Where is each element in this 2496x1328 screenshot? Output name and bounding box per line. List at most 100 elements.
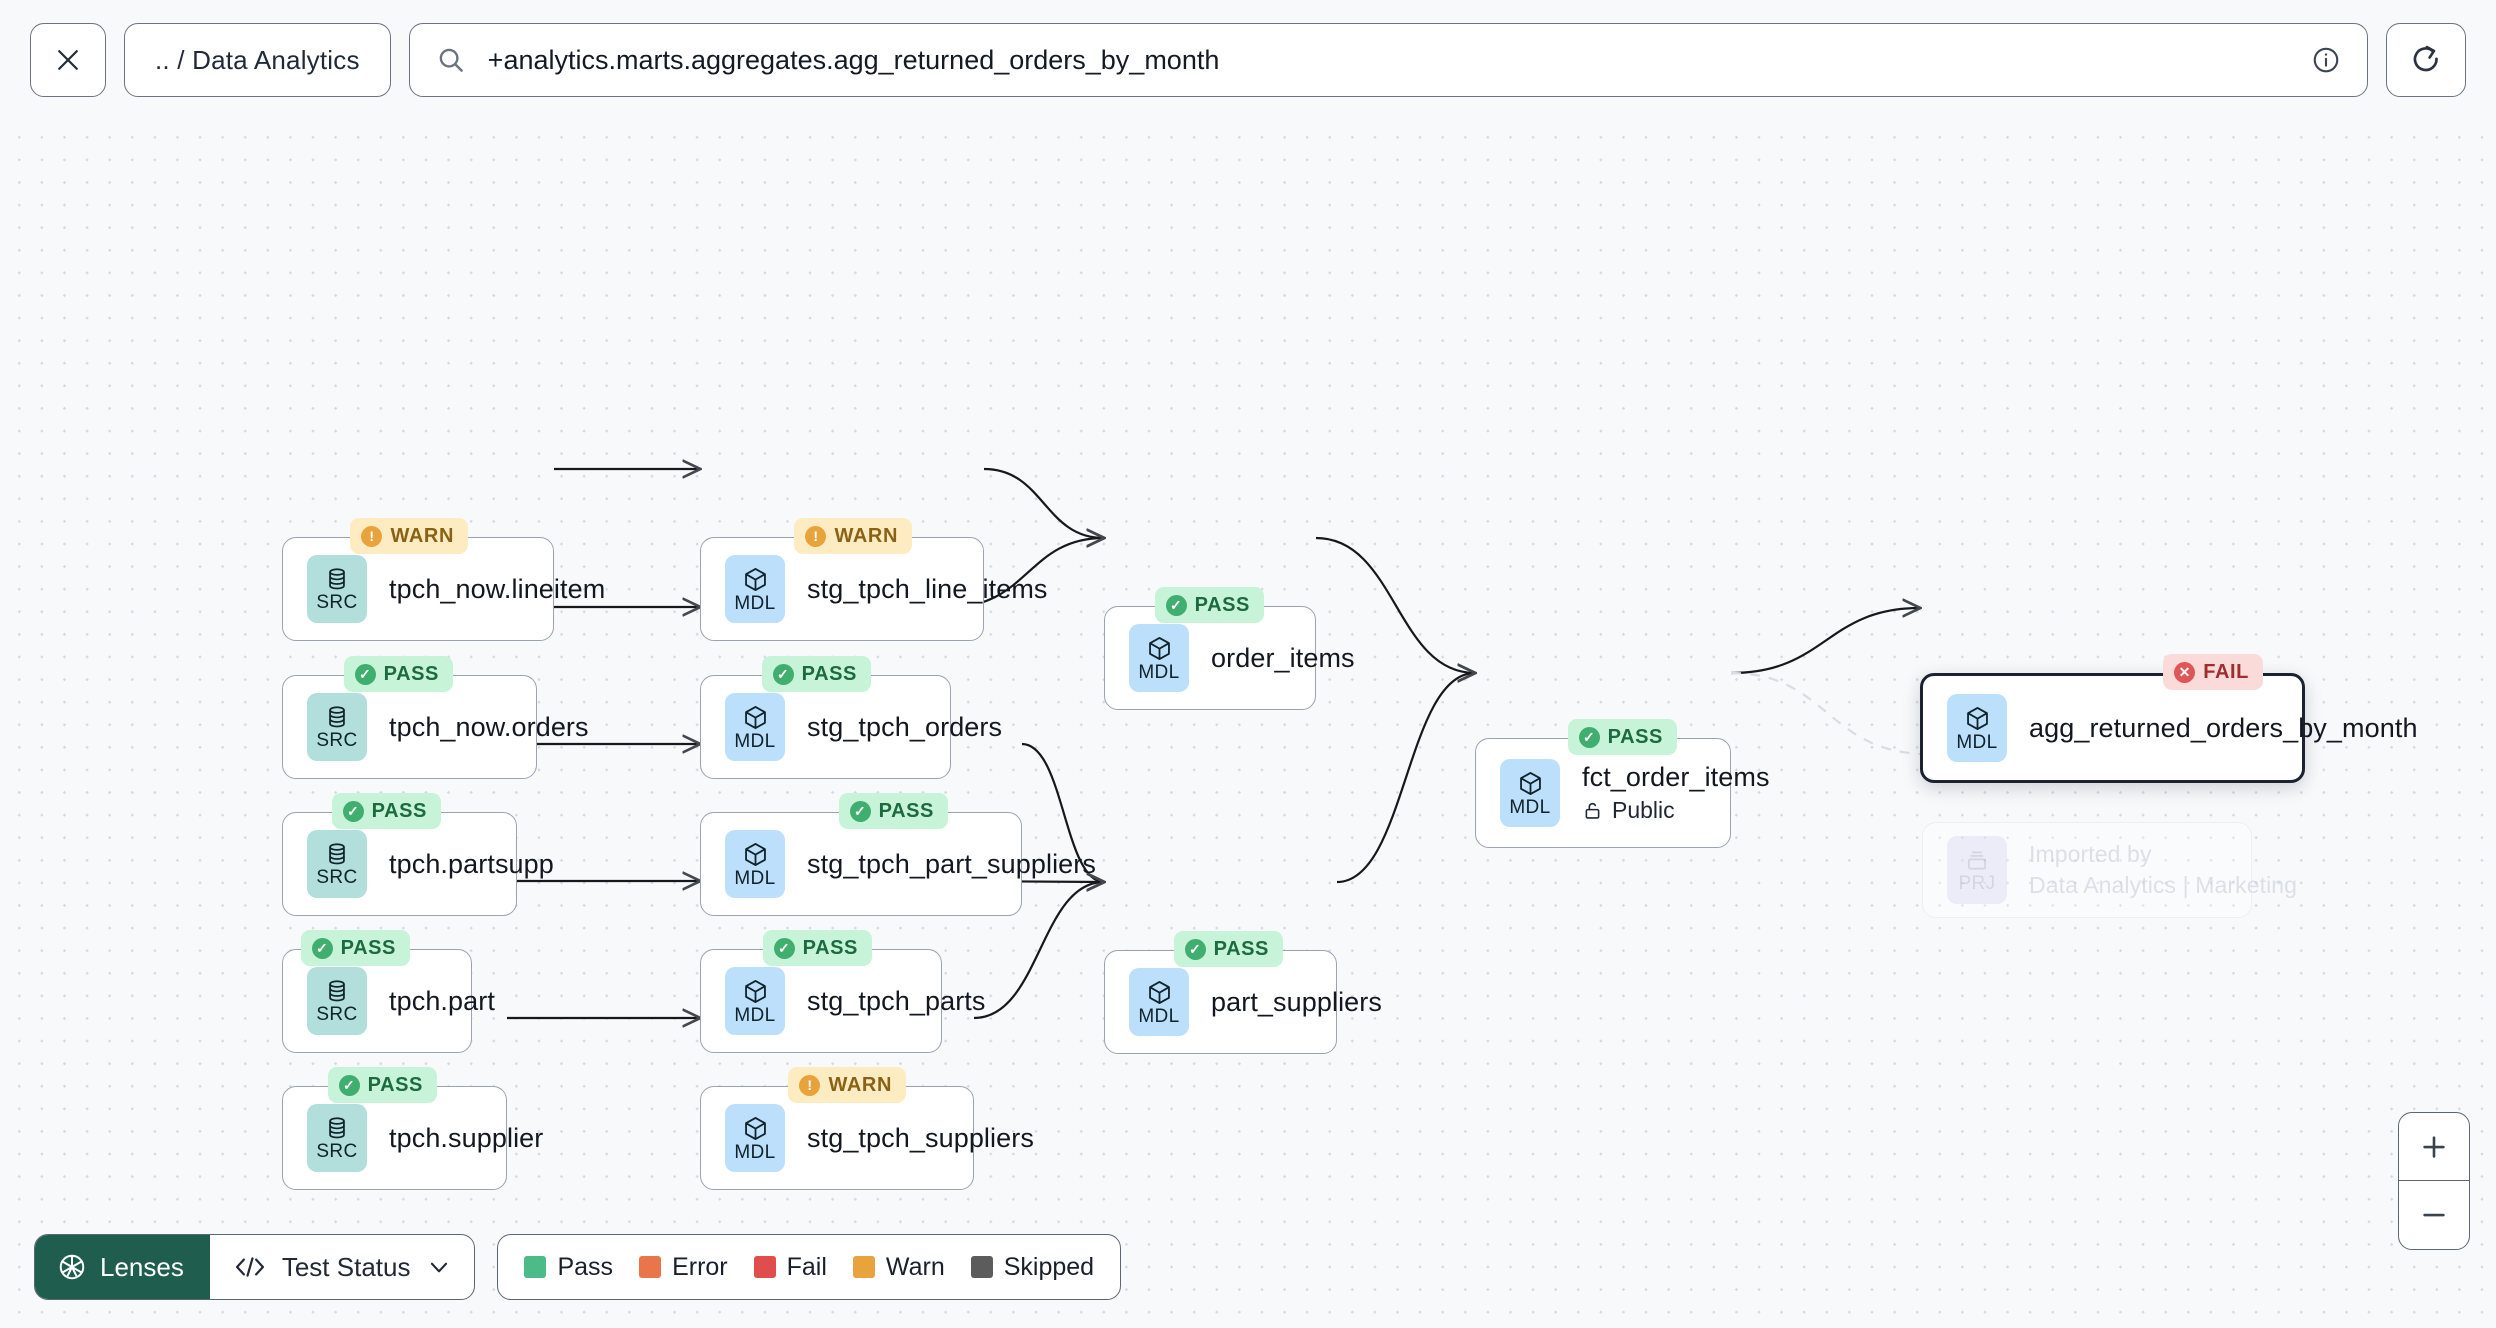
lenses-label: Lenses [100,1251,184,1282]
database-icon: SRC [307,967,367,1035]
lineage-node-tpch_part[interactable]: SRC tpch.part [282,949,495,1053]
legend-label: Error [672,1252,728,1281]
status-dot-icon: ✓ [338,1074,360,1096]
lineage-node-order_items[interactable]: MDL order_items [1104,606,1355,710]
lineage-node-stg_tpch_line_items[interactable]: MDL stg_tpch_line_items [700,537,1048,641]
info-icon[interactable] [2311,45,2341,75]
imported-by-project: Data Analytics | Marketing [2029,872,2298,898]
status-badge-pass[interactable]: ✓PASS [1567,719,1677,755]
node-wrapper-tpch_supplier: SRC tpch.supplier ✓ PASS [282,1067,543,1190]
legend-item-pass[interactable]: Pass [524,1253,613,1282]
status-badge-pass[interactable]: ✓PASS [300,930,410,966]
status-badge-pass[interactable]: ✓PASS [838,793,948,829]
lineage-node-tpch_supplier[interactable]: SRC tpch.supplier [282,1086,543,1190]
status-badge-label: PASS [367,1073,423,1096]
node-title: fct_order_items [1582,762,1770,792]
zoom-in-button[interactable] [2399,1113,2469,1181]
legend-item-skipped[interactable]: Skipped [970,1252,1095,1282]
status-badge-pass[interactable]: ✓PASS [761,656,871,692]
status-badge-label: PASS [802,936,858,959]
status-badge-label: PASS [371,799,427,822]
node-type-label: PRJ [1958,873,1996,894]
status-badge-warn[interactable]: !WARN [788,1067,906,1103]
status-badge-label: PASS [1607,725,1663,748]
zoom-out-button[interactable] [2399,1181,2469,1249]
close-button[interactable] [30,23,106,97]
node-body: tpch_now.lineitem [389,574,605,605]
database-icon: SRC [307,1104,367,1172]
model-cube-icon: MDL [725,555,785,623]
status-legend: Pass Error Fail Warn Skipped [497,1234,1122,1300]
node-type-label: SRC [316,592,358,613]
status-badge-pass[interactable]: ✓PASS [343,656,453,692]
node-body: tpch.supplier [389,1123,543,1154]
legend-item-warn[interactable]: Warn [852,1252,945,1282]
status-badge-pass[interactable]: ✓PASS [1154,587,1264,623]
refresh-icon [2409,43,2443,77]
node-wrapper-tpch_now_orders: SRC tpch_now.orders ✓PASS [282,656,589,779]
node-type-label: SRC [316,1004,358,1025]
node-body: stg_tpch_line_items [807,573,1048,605]
lineage-node-tpch_now_orders[interactable]: SRC tpch_now.orders [282,675,589,779]
node-body: stg_tpch_parts [807,986,985,1017]
lineage-node-part_suppliers[interactable]: MDL part_suppliers [1104,950,1382,1054]
lineage-node-stg_tpch_suppliers[interactable]: MDL stg_tpch_suppliers [700,1086,1034,1190]
node-type-label: MDL [734,730,776,752]
status-badge-fail[interactable]: ✕FAIL [2163,654,2263,690]
node-title: stg_tpch_line_items [807,573,1048,604]
status-badge-pass[interactable]: ✓PASS [762,930,872,966]
node-title: stg_tpch_suppliers [807,1122,1034,1153]
status-dot-icon: ✓ [311,937,333,959]
node-title: tpch.part [389,985,495,1016]
node-title: agg_returned_orders_by_month [2029,712,2418,743]
legend-label: Warn [885,1252,945,1281]
refresh-button[interactable] [2386,23,2466,97]
status-dot-icon: ✓ [772,663,794,685]
status-dot-icon: ✓ [342,800,364,822]
lenses-button[interactable]: Lenses [35,1235,210,1299]
status-badge-warn[interactable]: !WARN [794,518,912,554]
node-title: tpch_now.orders [389,711,589,742]
status-badge-warn[interactable]: !WARN [350,518,468,554]
status-badge-pass[interactable]: ✓ PASS [327,1067,437,1103]
legend-item-fail[interactable]: Fail [753,1253,827,1282]
search-input[interactable]: +analytics.marts.aggregates.agg_returned… [487,44,1220,75]
node-type-label: MDL [734,867,776,889]
legend-swatch-icon [639,1256,662,1278]
legend-item-error[interactable]: Error [639,1253,728,1282]
model-cube-icon: MDL [1129,968,1189,1036]
chevron-down-icon [426,1254,452,1280]
node-body: order_items [1211,643,1355,674]
status-dot-icon: ! [361,525,383,547]
legend-label: Skipped [1003,1252,1095,1281]
node-type-label: MDL [734,1004,776,1026]
node-type-label: MDL [734,1141,776,1163]
status-badge-pass[interactable]: ✓ PASS [331,793,441,829]
breadcrumb[interactable]: .. / Data Analytics [124,23,391,97]
test-status-label: Test Status [281,1251,411,1282]
node-wrapper-tpch_now_lineitem: SRC tpch_now.lineitem !WARN [282,518,605,641]
lineage-node-tpch_now_lineitem[interactable]: SRC tpch_now.lineitem [282,537,605,641]
test-status-dropdown[interactable]: Test Status [210,1235,475,1299]
lineage-node-stg_tpch_parts[interactable]: MDL stg_tpch_parts [700,949,985,1053]
search-bar[interactable]: +analytics.marts.aggregates.agg_returned… [408,23,2368,97]
node-wrapper-stg_tpch_line_items: MDL stg_tpch_line_items !WARN [700,518,1048,641]
database-icon: SRC [307,693,367,761]
status-badge-pass[interactable]: ✓PASS [1173,931,1283,967]
node-type-label: SRC [316,730,358,751]
model-cube-icon: MDL [1129,624,1189,692]
node-body: part_suppliers [1211,987,1382,1018]
